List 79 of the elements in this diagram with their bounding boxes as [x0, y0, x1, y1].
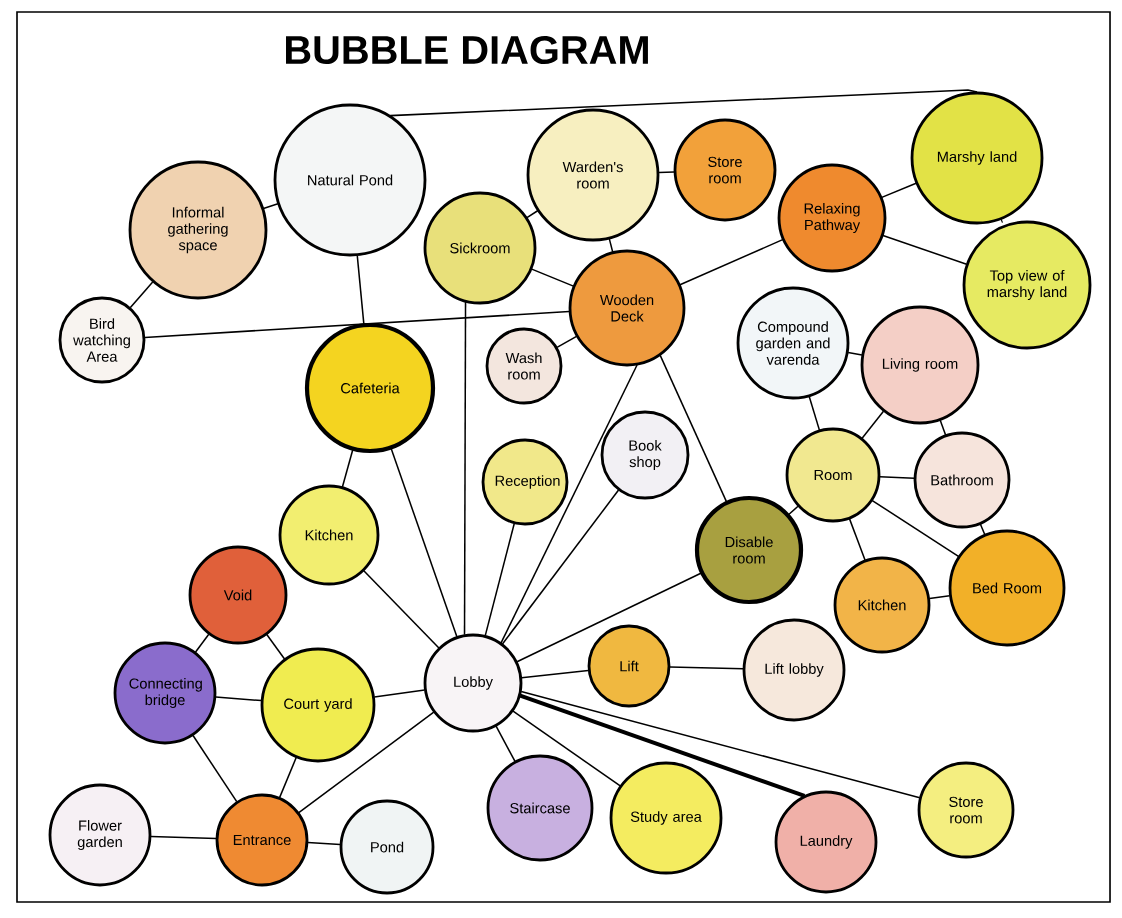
bubble: Connecting bridge [113, 641, 217, 745]
bubble: Marshy land [910, 91, 1044, 225]
connector-line [556, 335, 578, 349]
bubble: Disable room [694, 495, 804, 605]
bubble: Top view of marshy land [962, 220, 1092, 350]
connector-line [262, 202, 279, 210]
connector-line [520, 669, 590, 679]
bubble: Store room [673, 118, 777, 222]
bubble: Void [188, 545, 288, 645]
connector-line [879, 476, 915, 479]
bubble: Staircase [486, 754, 594, 862]
connector-line [463, 301, 467, 636]
connector-line [669, 666, 744, 670]
bubble: Study area [609, 761, 723, 875]
connector-line [679, 238, 784, 286]
connector-line [194, 633, 210, 653]
connector-line [658, 171, 675, 174]
connector-line [278, 756, 297, 799]
bubble: Sickroom [423, 191, 537, 305]
connector-line [298, 711, 435, 814]
connector-line [608, 238, 614, 253]
bubble: Court yard [260, 647, 376, 763]
bubble: Relaxing Pathway [777, 163, 887, 273]
bubble: Bed Room [948, 529, 1066, 647]
connector-line [484, 522, 515, 637]
bubble: Lift lobby [742, 618, 846, 722]
bubble: Natural Pond [273, 103, 427, 257]
connector-line [520, 690, 921, 799]
bubble: Kitchen [278, 484, 380, 586]
connector-line [882, 234, 968, 265]
bubble: Wash room [485, 327, 563, 405]
connector-line [390, 447, 458, 638]
connector-line [519, 693, 806, 798]
bubble: Lift [587, 624, 671, 708]
connector-line [192, 734, 238, 803]
connector-line [787, 505, 799, 516]
connector-line [144, 310, 570, 339]
bubble: Laundry [774, 790, 878, 894]
connector-line [266, 633, 286, 660]
bubble: Store room [917, 761, 1015, 859]
bubble: Room [785, 427, 881, 523]
connector-line [659, 354, 728, 503]
bubble: Cafeteria [304, 322, 436, 454]
bubble: Flower garden [48, 783, 152, 887]
bubble: Wooden Deck [568, 249, 686, 367]
connector-line [150, 835, 217, 840]
connector-line [861, 410, 885, 439]
connector-line [500, 364, 638, 644]
connector-line [373, 689, 426, 698]
bubble: Compound garden and varenda [736, 286, 850, 400]
connector-line [501, 489, 620, 645]
bubble: Reception [481, 438, 569, 526]
bubble: Book shop [600, 410, 690, 500]
connector-line [363, 570, 440, 649]
connector-line [389, 89, 978, 117]
bubble: Kitchen [833, 556, 931, 654]
bubble: Lobby [423, 633, 523, 733]
bubble: Living room [860, 305, 980, 425]
connector-line [928, 595, 951, 600]
connector-line [307, 841, 341, 846]
bubble: Pond [339, 799, 435, 895]
connector-line [512, 710, 621, 787]
bubble: Warden's room [526, 108, 660, 242]
connector-line [341, 448, 354, 488]
bubble: Informal gathering space [128, 160, 268, 300]
connector-line [215, 696, 263, 702]
title: BUBBLE DIAGRAM [286, 35, 648, 65]
connector-line [531, 268, 575, 287]
connector-line [881, 182, 917, 199]
connector-line [129, 281, 154, 309]
connector-line [356, 254, 365, 326]
connector-line [495, 725, 516, 763]
bubble: Bathroom [913, 431, 1011, 529]
connector-line [516, 572, 703, 663]
connector-line [848, 518, 866, 561]
connector-line [871, 499, 960, 558]
bubble: Entrance [215, 793, 309, 887]
connector-line [808, 395, 821, 431]
bubble: Bird watching Area [58, 296, 146, 384]
